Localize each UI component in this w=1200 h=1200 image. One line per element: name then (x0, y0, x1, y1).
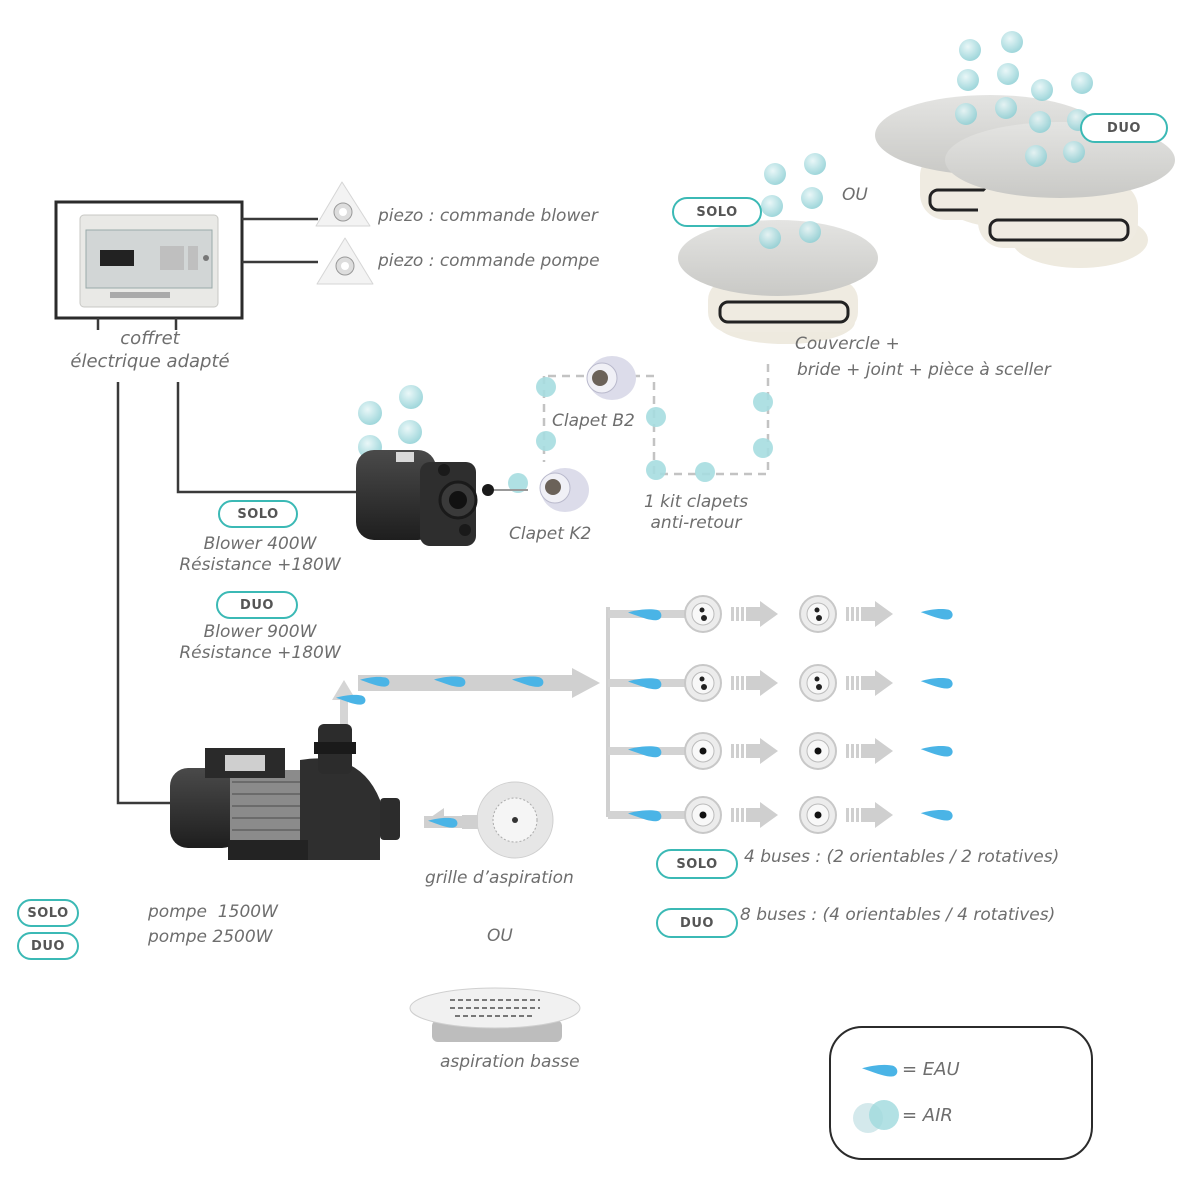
kit-clapets-line2: anti-retour (650, 513, 742, 534)
pompe-duo-text: pompe 2500W (148, 927, 273, 947)
flow-arrow-icon (846, 601, 893, 627)
blower-duo-spec: Blower 900W Résistance +180W (150, 622, 370, 665)
flow-arrow-icon (731, 738, 778, 764)
coffret-electrique (54, 200, 244, 320)
nozzle-row (608, 595, 953, 633)
blower-duo-line2: Résistance +180W (179, 643, 341, 664)
pompe-image (170, 724, 400, 860)
piezo-pompe-label: piezo : commande pompe (378, 251, 600, 271)
couvercle-caption-line2: bride + joint + pièce à sceller (797, 360, 1051, 380)
pompe-duo-pill: DUO (17, 932, 79, 960)
aspiration-or-label: OU (487, 926, 513, 946)
water-drop-icon (920, 677, 953, 689)
couvercle-solo-pill: SOLO (672, 197, 762, 227)
coffret-label-line1: coffret (120, 328, 180, 349)
buse-orientable-icon (799, 664, 837, 702)
blower-solo-pill: SOLO (218, 500, 298, 528)
clapet-k2-label: Clapet K2 (509, 524, 592, 544)
coffret-label-line2: électrique adapté (70, 350, 230, 372)
buse-rotative-icon (799, 796, 837, 834)
water-drop-icon (920, 809, 953, 821)
buses-duo-pill: DUO (656, 908, 738, 938)
nozzle-row (608, 732, 953, 770)
blower-duo-pill: DUO (216, 591, 298, 619)
nozzle-row (608, 664, 953, 702)
blower-image (356, 385, 528, 546)
legend-box (829, 1026, 1093, 1160)
piezo-blower-icon (315, 181, 371, 227)
couvercle-duo-pill: DUO (1080, 113, 1168, 143)
buse-rotative-icon (684, 796, 722, 834)
flow-arrow-icon (846, 670, 893, 696)
electric-wires (96, 217, 370, 805)
flow-arrow-icon (731, 670, 778, 696)
water-drop-icon (920, 608, 953, 620)
legend-air-label: = AIR (902, 1105, 953, 1126)
buse-orientable-icon (684, 595, 722, 633)
blower-solo-spec: Blower 400W Résistance +180W (150, 534, 370, 577)
clapet-b2-label: Clapet B2 (552, 411, 635, 431)
blower-solo-line2: Résistance +180W (179, 555, 341, 576)
flow-arrow-icon (846, 802, 893, 828)
flow-arrow-icon (731, 802, 778, 828)
couvercle-or-label: OU (842, 185, 868, 205)
buse-orientable-icon (799, 595, 837, 633)
clapet-k2-icon (539, 468, 589, 512)
clapet-b2-icon (586, 356, 636, 400)
piezo-pompe-icon (316, 237, 374, 285)
nozzle-row (608, 796, 953, 834)
buse-rotative-icon (684, 732, 722, 770)
air-bubbles-circuit (508, 377, 773, 493)
water-drop-icon (920, 745, 953, 757)
buses-solo-pill: SOLO (656, 849, 738, 879)
buse-rotative-icon (799, 732, 837, 770)
water-main-pipe (332, 607, 610, 817)
blower-duo-line1: Blower 900W (203, 622, 317, 642)
couvercle-caption-line1: Couvercle + (795, 334, 900, 354)
kit-clapets-label: 1 kit clapets anti-retour (626, 492, 766, 535)
aspiration-basse-label: aspiration basse (440, 1052, 580, 1072)
buses-solo-text: 4 buses : (2 orientables / 2 rotatives) (744, 847, 1060, 867)
pompe-solo-pill: SOLO (17, 899, 79, 927)
couvercle-solo-image (678, 220, 878, 344)
coffret-label: coffret électrique adapté (40, 328, 260, 373)
piezo-blower-label: piezo : commande blower (378, 206, 598, 226)
grille-aspiration-image (424, 781, 554, 859)
flow-arrow-icon (731, 601, 778, 627)
legend-water-label: = EAU (902, 1059, 960, 1080)
kit-clapets-line1: 1 kit clapets (643, 492, 749, 512)
flow-arrow-icon (846, 738, 893, 764)
aspiration-basse-image (409, 987, 581, 1042)
pompe-solo-text: pompe 1500W (148, 902, 278, 922)
buses-duo-text: 8 buses : (4 orientables / 4 rotatives) (740, 905, 1056, 925)
blower-solo-line1: Blower 400W (203, 534, 317, 554)
buse-orientable-icon (684, 664, 722, 702)
grille-aspiration-label: grille d’aspiration (425, 868, 574, 888)
